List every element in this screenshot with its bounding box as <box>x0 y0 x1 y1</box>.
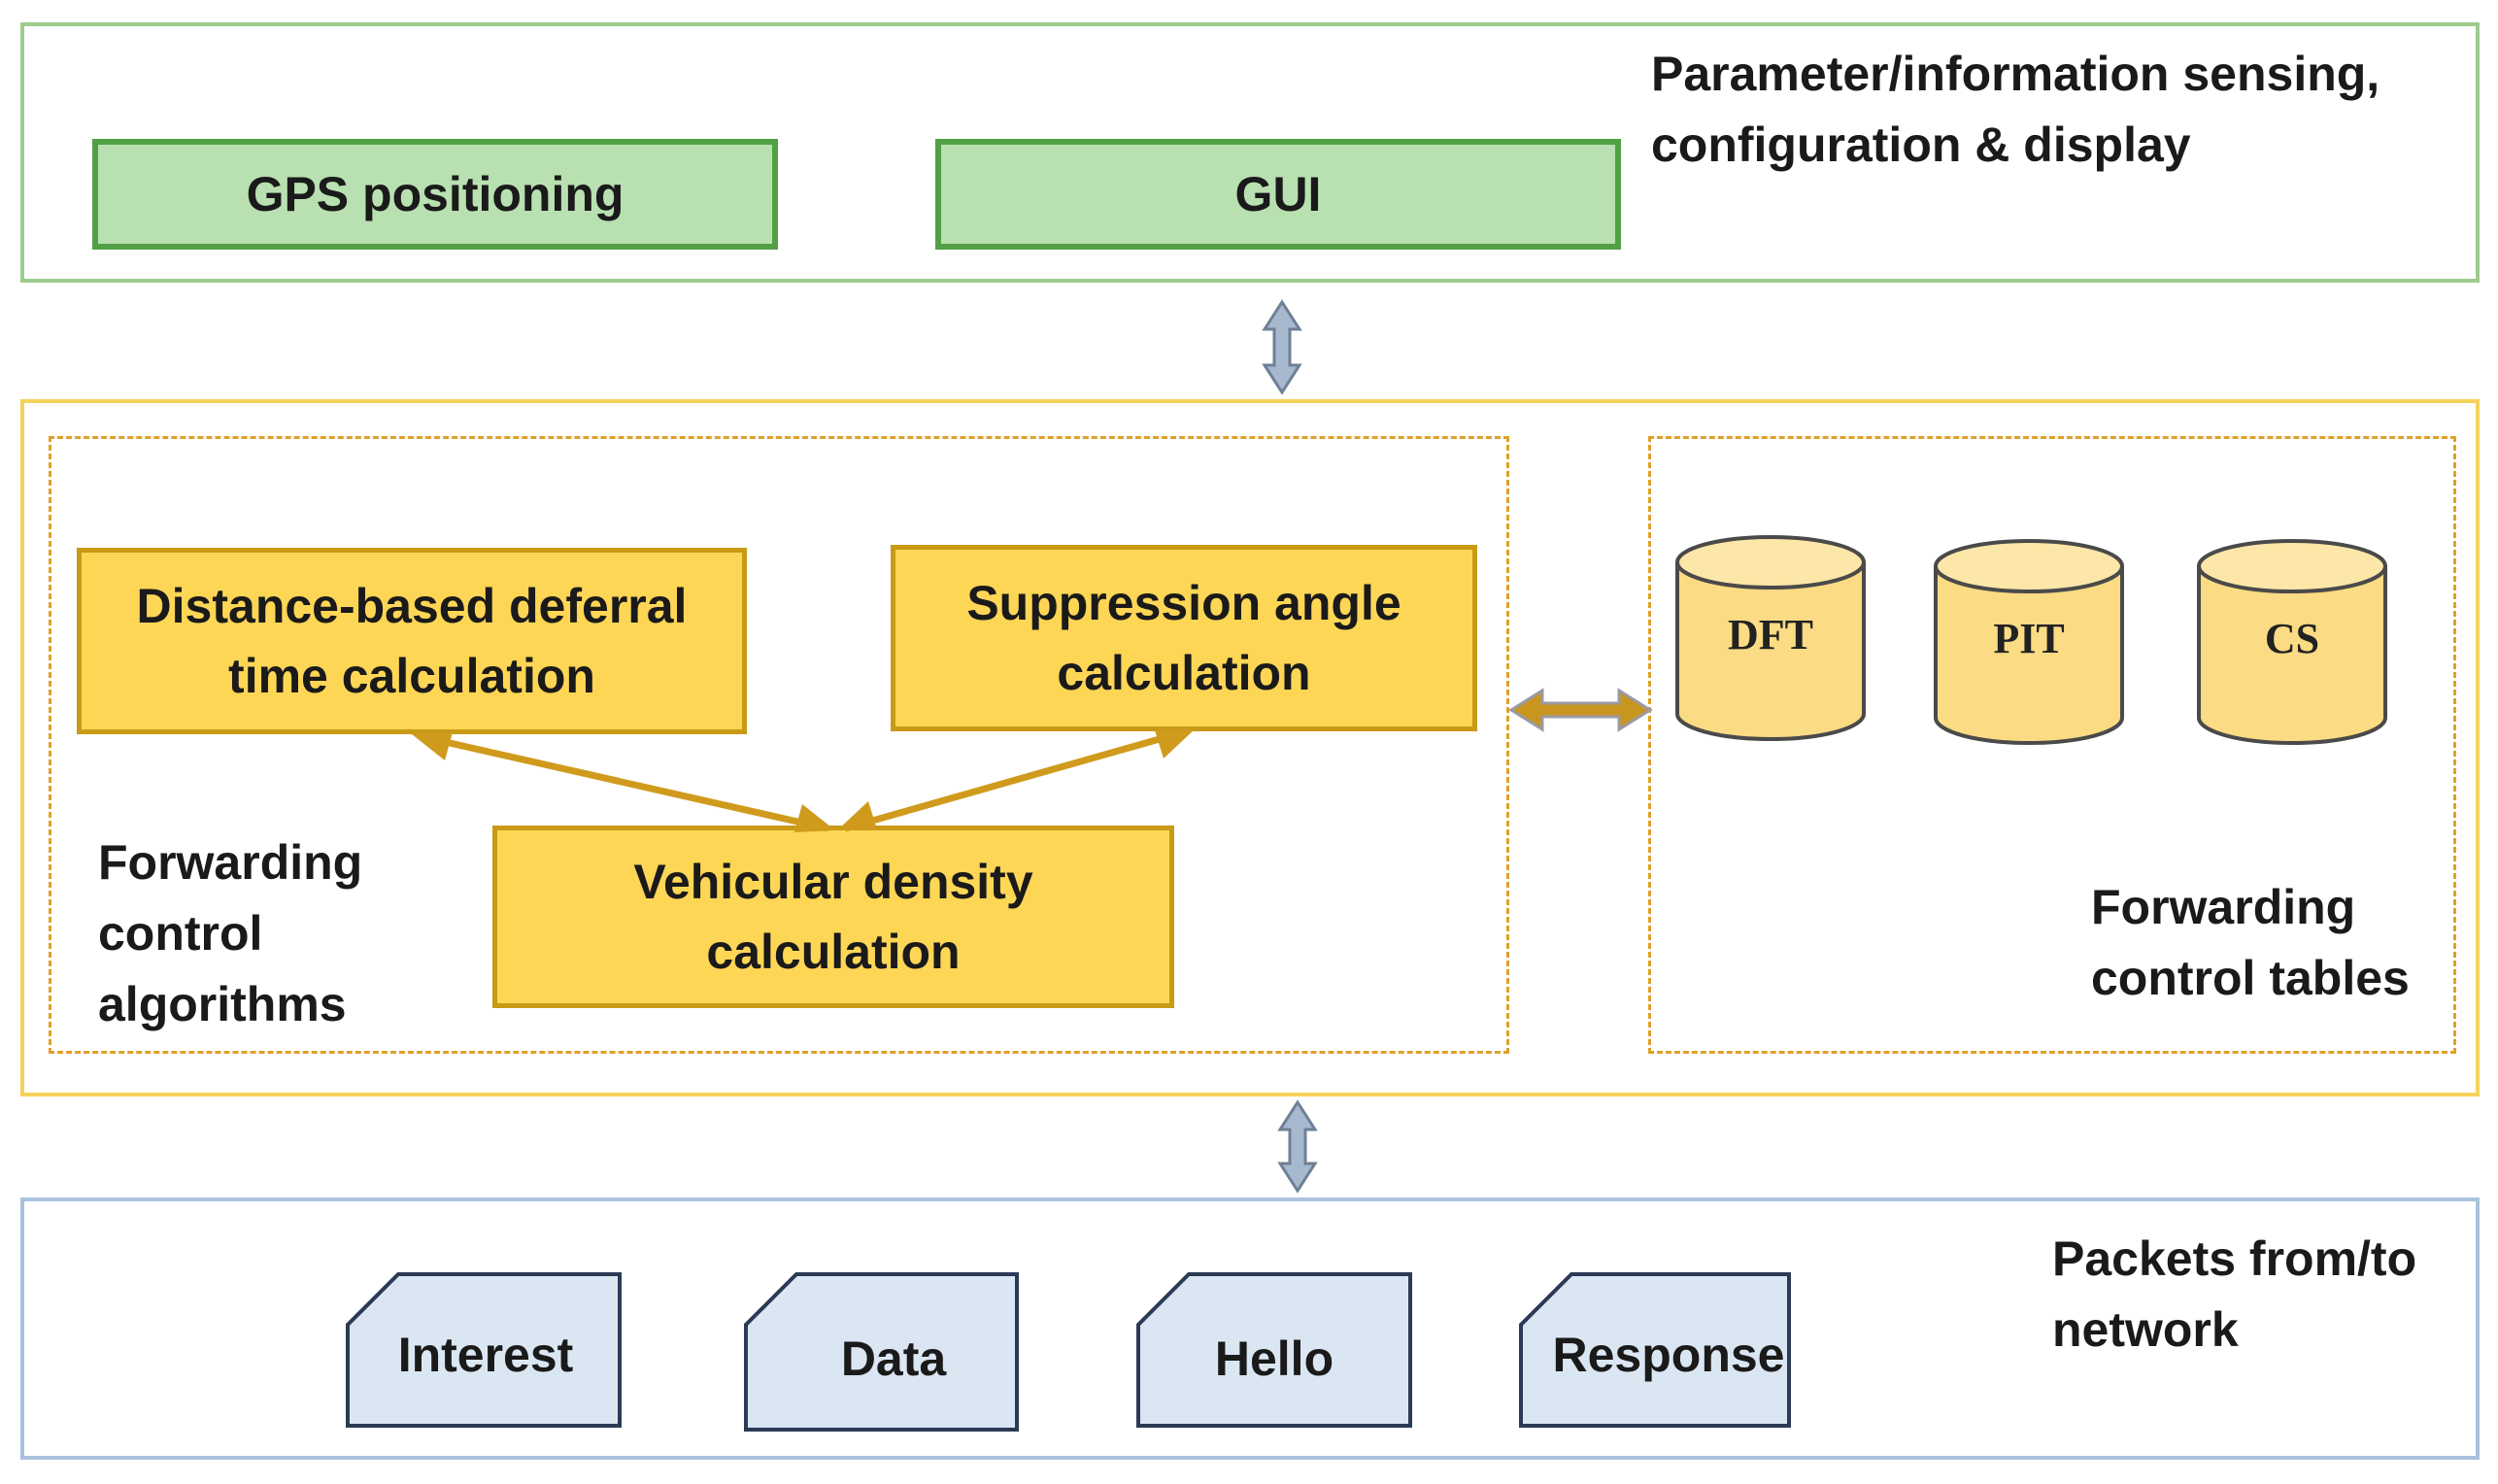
arrowhead-to-deferral <box>412 732 453 760</box>
forwarding-tables-label: Forwarding control tables <box>2091 872 2470 1014</box>
deferral-time-line2: time calculation <box>228 649 595 703</box>
arrowhead-to-suppression <box>1155 729 1195 759</box>
data-packet <box>744 1272 1019 1432</box>
sensing-layer-label-line1: Parameter/information sensing, <box>1651 47 2380 101</box>
forwarding-tables-label-line2: control tables <box>2091 951 2410 1005</box>
pit-label: PIT <box>1993 615 2065 662</box>
middle-bottom-double-arrow <box>1277 1099 1318 1194</box>
dft-label: DFT <box>1728 611 1813 658</box>
gui-box: GUI <box>935 139 1621 250</box>
dft-table-cylinder <box>1675 535 1866 741</box>
pit-table-cylinder <box>1934 539 2124 745</box>
forwarding-algorithms-label-line1: Forwarding <box>98 835 363 890</box>
vehicular-density-line2: calculation <box>706 925 961 979</box>
suppression-angle-line2: calculation <box>1057 646 1311 700</box>
forwarding-algorithms-label: Forwarding control algorithms <box>98 827 487 1040</box>
algorithms-tables-double-arrow <box>1508 688 1653 732</box>
forwarding-algorithms-label-line3: algorithms <box>98 977 347 1031</box>
hello-packet <box>1136 1272 1412 1428</box>
interest-packet-label: Interest <box>397 1328 574 1382</box>
vehicular-density-calculation-box: Vehicular density calculation <box>492 826 1174 1008</box>
top-middle-double-arrow <box>1262 299 1302 395</box>
cs-table-cylinder <box>2197 539 2387 745</box>
deferral-time-line1: Distance-based deferral <box>136 579 688 633</box>
packets-layer-label-line2: network <box>2052 1302 2239 1357</box>
packets-layer-label-line1: Packets from/to <box>2052 1231 2417 1286</box>
suppression-density-arrow-line <box>844 727 1188 832</box>
hello-packet-label: Hello <box>1214 1332 1334 1386</box>
response-packet <box>1519 1272 1791 1428</box>
arrowhead-to-density-left <box>794 804 835 832</box>
interest-packet <box>346 1272 622 1428</box>
forwarding-algorithms-label-line2: control <box>98 906 263 961</box>
cs-label: CS <box>2264 615 2320 662</box>
response-packet-label: Response <box>1552 1328 1785 1382</box>
packets-layer-label: Packets from/to network <box>2052 1224 2480 1366</box>
vehicular-density-line1: Vehicular density <box>633 855 1033 909</box>
forwarding-tables-label-line1: Forwarding <box>2091 880 2356 934</box>
deferral-time-calculation-box: Distance-based deferral time calculation <box>77 548 747 734</box>
suppression-angle-line1: Suppression angle <box>966 576 1401 630</box>
data-packet-label: Data <box>840 1332 947 1386</box>
sensing-layer-label-line2: configuration & display <box>1651 118 2191 172</box>
deferral-density-arrow-line <box>419 732 828 832</box>
gps-positioning-box: GPS positioning <box>92 139 778 250</box>
gui-label: GUI <box>1234 167 1322 221</box>
gps-positioning-label: GPS positioning <box>246 167 624 221</box>
sensing-layer-label: Parameter/information sensing, configura… <box>1651 39 2467 181</box>
arrowhead-to-density-right <box>837 801 877 830</box>
